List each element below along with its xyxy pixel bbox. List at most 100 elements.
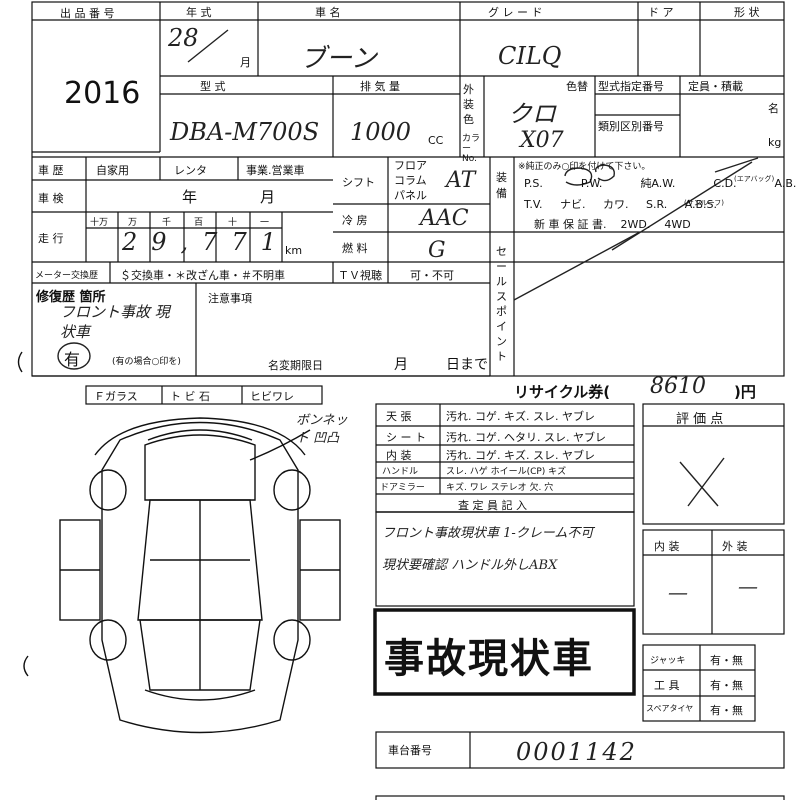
eq-cd: C.D. xyxy=(713,177,737,190)
glass-strip xyxy=(85,385,323,405)
mileage-value: 29,771 xyxy=(122,228,290,256)
color-code-value: X07 xyxy=(520,128,564,153)
digit-1k: 千 xyxy=(162,218,172,228)
tv-label: ＴＶ視聴 xyxy=(338,269,382,282)
cond-seat-options: 汚れ. コゲ. ヘタリ. スレ. ヤブレ xyxy=(446,431,606,444)
meter-label: メーター交換歴 xyxy=(35,271,99,281)
cond-interior-label: 内 装 xyxy=(386,449,412,462)
shift-floor: フロア xyxy=(394,159,427,172)
inspection-label: 車 検 xyxy=(38,192,64,205)
score-interior-value: — xyxy=(668,580,688,604)
type-value: DBA-M700S xyxy=(170,118,320,146)
digit-10: 十 xyxy=(228,218,238,228)
cond-seat-label: シ ー ト xyxy=(386,431,426,444)
chassis-label: 車台番号 xyxy=(388,744,432,757)
score-label: 評 価 点 xyxy=(676,412,724,427)
eq-pw: P.W. xyxy=(580,177,603,190)
repair-hint: (有の場合○印を) xyxy=(112,357,181,367)
eq-ps: P.S. xyxy=(524,177,543,190)
displacement-value: 1000 xyxy=(350,118,412,146)
eq-aw: 純A.W. xyxy=(640,177,676,190)
repair-note: フロント事故 現状車 xyxy=(60,303,170,341)
repair-yes: 有 xyxy=(64,350,81,369)
eq-sr: S.R. xyxy=(645,198,668,211)
repair-label: 修復歴 箇所 xyxy=(36,290,106,305)
history-business: 事業.営業車 xyxy=(246,164,305,177)
chassis-box xyxy=(375,731,785,769)
shift-value: AT xyxy=(446,168,476,193)
sunroof-note: (サンルーフ) xyxy=(684,199,725,207)
type-designation-label: 型式指定番号 xyxy=(598,80,664,93)
score-exterior-value: — xyxy=(738,574,758,598)
year-value: 28 xyxy=(168,24,199,52)
score-exterior-label: 外 装 xyxy=(722,540,748,553)
inspection-year: 年 xyxy=(182,188,198,206)
history-private: 自家用 xyxy=(96,164,129,177)
capacity-label: 定員・積載 xyxy=(688,80,743,93)
cond-ceiling-label: 天 張 xyxy=(386,410,412,423)
ac-value: AAC xyxy=(420,206,469,231)
tool-spare-value: 有・無 xyxy=(710,704,743,717)
accident-stamp: 事故現状車 xyxy=(384,636,594,682)
chassis-value: 0001142 xyxy=(516,738,637,766)
score-box xyxy=(642,403,785,525)
capacity-unit-persons: 名 xyxy=(768,102,779,115)
tool-tools-value: 有・無 xyxy=(710,679,743,692)
shift-label: シフト xyxy=(342,176,375,189)
handwritten-marks xyxy=(57,29,759,507)
recycle-label: リサイクル券( xyxy=(514,383,611,401)
accident-stamp-box xyxy=(373,608,636,696)
type-label: 型 式 xyxy=(200,80,226,93)
grade-value: CILQ xyxy=(498,42,562,70)
tv-options: 可・不可 xyxy=(410,269,454,282)
inspector-label: 査 定 員 記 入 xyxy=(458,499,527,512)
digit-1: 一 xyxy=(260,218,270,228)
cond-mirror-options: キズ. ワレ ステレオ 欠. 穴 xyxy=(446,483,554,493)
cond-interior-options: 汚れ. コゲ. キズ. スレ. ヤブレ xyxy=(446,449,595,462)
cond-ceiling-options: 汚れ. コゲ. キズ. スレ. ヤブレ xyxy=(446,410,595,423)
cond-handle-label: ハンドル xyxy=(382,467,419,477)
color-change-label: 色替 xyxy=(566,80,588,93)
eq-ab: A.B. xyxy=(774,177,797,190)
mileage-unit: km xyxy=(285,244,303,257)
tool-tools-label: 工 具 xyxy=(654,679,680,692)
category-number-label: 類別区別番号 xyxy=(598,120,664,133)
eq-navi: ナビ. xyxy=(560,198,586,211)
name-change-deadline: 名変期限日 xyxy=(268,359,323,372)
eq-tv: T.V. xyxy=(524,198,543,211)
cond-handle-options: スレ. ハゲ ホイール(CP) キズ xyxy=(446,467,567,477)
glass-front: Ｆガラス xyxy=(94,390,138,403)
shift-column: コラム xyxy=(394,174,427,187)
equipment-row1: P.S. P.W. 純A.W. C.D. A.B. xyxy=(524,175,796,191)
ac-label: 冷 房 xyxy=(342,214,368,227)
glass-chip: ト ビ 石 xyxy=(170,390,210,403)
lot-number-label: 出 品 番 号 xyxy=(60,7,115,20)
color-code-label: カラーNo. xyxy=(462,134,481,164)
glass-crack: ヒビワレ xyxy=(250,390,294,403)
color-value: クロ xyxy=(508,100,556,128)
eq-4wd: 4WD xyxy=(664,218,691,231)
displacement-label: 排 気 量 xyxy=(360,80,400,93)
shape-label: 形 状 xyxy=(734,6,760,19)
sales-point-label: セールスポイント xyxy=(496,245,507,363)
deadline-month: 月 xyxy=(394,357,408,373)
fuel-label: 燃 料 xyxy=(342,242,368,255)
airbag-note: (エアバッグ) xyxy=(734,175,775,183)
model-value: ブーン xyxy=(300,44,377,74)
history-rental: レンタ xyxy=(174,164,207,177)
bonnet-note: ボンネット 凹凸 xyxy=(296,413,348,446)
recycle-suffix: )円 xyxy=(734,383,756,401)
month-suffix: 月 xyxy=(240,56,251,69)
shift-panel: パネル xyxy=(394,189,427,202)
tools-box xyxy=(642,644,756,722)
capacity-unit-kg: kg xyxy=(768,136,782,149)
deadline-until: 日まで xyxy=(446,357,488,373)
year-label: 年 式 xyxy=(186,6,212,19)
caution-label: 注意事項 xyxy=(208,292,252,305)
recycle-value: 8610 xyxy=(650,374,706,399)
mileage-label: 走 行 xyxy=(38,232,64,245)
score-interior-label: 内 装 xyxy=(654,540,680,553)
equipment-label: 装備 xyxy=(496,171,507,200)
inspection-month: 月 xyxy=(260,188,276,206)
